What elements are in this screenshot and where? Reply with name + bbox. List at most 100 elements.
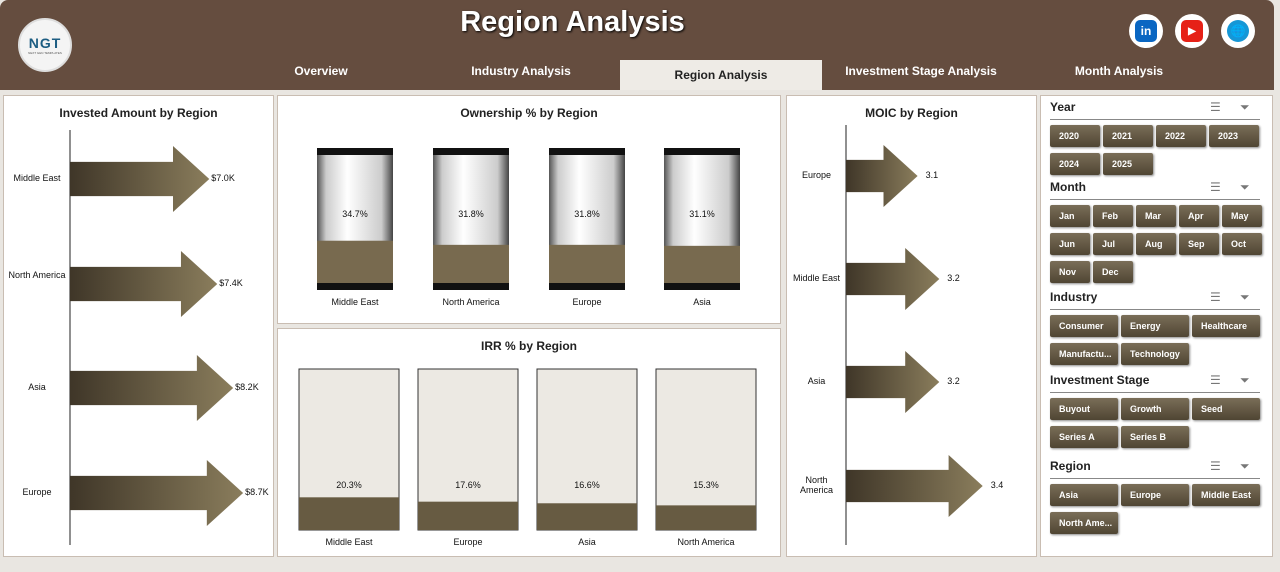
youtube-icon: ▶ bbox=[1181, 20, 1203, 42]
slicer-item[interactable]: Asia bbox=[1050, 484, 1118, 506]
data-label: 15.3% bbox=[693, 480, 719, 490]
data-label: 3.2 bbox=[947, 376, 960, 386]
slicer-item[interactable]: 2023 bbox=[1209, 125, 1259, 147]
slicer-item[interactable]: 2022 bbox=[1156, 125, 1206, 147]
slicer-item[interactable]: 2021 bbox=[1103, 125, 1153, 147]
data-label: $8.7K bbox=[245, 487, 269, 497]
cylinder-cap bbox=[317, 148, 393, 155]
slicer-item[interactable]: North Ame... bbox=[1050, 512, 1118, 534]
slicer-item[interactable]: 2025 bbox=[1103, 153, 1153, 175]
globe-icon: 🌐 bbox=[1227, 20, 1249, 42]
multi-select-icon[interactable]: ☰ bbox=[1210, 100, 1221, 114]
tab-industry-analysis[interactable]: Industry Analysis bbox=[471, 64, 571, 78]
category-label: Middle East bbox=[331, 297, 379, 307]
tab-region-analysis[interactable]: Region Analysis bbox=[620, 60, 822, 90]
data-label: 31.1% bbox=[689, 209, 715, 219]
data-label: 31.8% bbox=[574, 209, 600, 219]
ownership-fill bbox=[664, 245, 740, 283]
clear-filter-icon[interactable]: ⏷ bbox=[1240, 100, 1250, 114]
slicer-item[interactable]: Oct bbox=[1222, 233, 1262, 255]
clear-filter-icon[interactable]: ⏷ bbox=[1240, 180, 1250, 194]
slicer-item[interactable]: Series B bbox=[1121, 426, 1189, 448]
slicer-header: Region ☰ ⏷ bbox=[1050, 459, 1260, 479]
clear-filter-icon[interactable]: ⏷ bbox=[1240, 373, 1250, 387]
slicer-item[interactable]: 2024 bbox=[1050, 153, 1100, 175]
multi-select-icon[interactable]: ☰ bbox=[1210, 459, 1221, 473]
tab-month-analysis[interactable]: Month Analysis bbox=[1074, 64, 1164, 78]
slicer-title: Year bbox=[1050, 100, 1076, 114]
slicer-item[interactable]: Jul bbox=[1093, 233, 1133, 255]
chart-title: Invested Amount by Region bbox=[59, 106, 218, 120]
ownership-fill bbox=[433, 244, 509, 283]
slicer-item[interactable]: Manufactu... bbox=[1050, 343, 1118, 365]
data-label: $7.4K bbox=[219, 278, 243, 288]
website-button[interactable]: 🌐 bbox=[1221, 14, 1255, 48]
slicer-title: Region bbox=[1050, 459, 1091, 473]
cylinder-cap bbox=[433, 148, 509, 155]
moic-arrow bbox=[846, 455, 983, 517]
moic-arrow bbox=[846, 145, 918, 207]
clear-filter-icon[interactable]: ⏷ bbox=[1240, 459, 1250, 473]
logo-text: NGT bbox=[28, 35, 62, 51]
tab-investment-stage-analysis[interactable]: Investment Stage Analysis bbox=[845, 64, 997, 78]
slicer-item[interactable]: Consumer bbox=[1050, 315, 1118, 337]
data-label: 20.3% bbox=[336, 480, 362, 490]
chart-title: Ownership % by Region bbox=[460, 106, 598, 120]
category-label: Asia bbox=[28, 382, 46, 392]
slicer-item[interactable]: Jan bbox=[1050, 205, 1090, 227]
slicer-header: Investment Stage☰⏷ bbox=[1050, 373, 1260, 393]
slicer-item[interactable]: Mar bbox=[1136, 205, 1176, 227]
multi-select-icon[interactable]: ☰ bbox=[1210, 180, 1221, 194]
slicer-item[interactable]: Nov bbox=[1050, 261, 1090, 283]
chart-title: IRR % by Region bbox=[480, 339, 577, 353]
irr-bar bbox=[537, 503, 637, 530]
slicer-item[interactable]: Feb bbox=[1093, 205, 1133, 227]
category-label: Europe bbox=[453, 537, 483, 547]
slicer-item[interactable]: Aug bbox=[1136, 233, 1176, 255]
linkedin-icon: in bbox=[1135, 20, 1157, 42]
clear-filter-icon[interactable]: ⏷ bbox=[1240, 290, 1250, 304]
category-label: Europe bbox=[572, 297, 602, 307]
irr-bar-bg bbox=[655, 368, 757, 531]
slicer-item[interactable]: Jun bbox=[1050, 233, 1090, 255]
slicer-header: Month☰⏷ bbox=[1050, 180, 1260, 200]
slicer-item[interactable]: Dec bbox=[1093, 261, 1133, 283]
slicer-item[interactable]: Sep bbox=[1179, 233, 1219, 255]
cylinder-base bbox=[317, 283, 393, 290]
invested-arrow bbox=[70, 146, 210, 212]
multi-select-icon[interactable]: ☰ bbox=[1210, 290, 1221, 304]
invested-arrow bbox=[70, 251, 218, 317]
slicer-item[interactable]: 2020 bbox=[1050, 125, 1100, 147]
category-label: Europe bbox=[801, 170, 832, 180]
slicer-item[interactable]: May bbox=[1222, 205, 1262, 227]
slicer-item[interactable]: Technology bbox=[1121, 343, 1189, 365]
category-label: North America bbox=[8, 270, 66, 280]
category-label: Middle East bbox=[792, 273, 841, 283]
multi-select-icon[interactable]: ☰ bbox=[1210, 373, 1221, 387]
slicer-item[interactable]: Energy bbox=[1121, 315, 1189, 337]
slicer-header: Year ☰ ⏷ bbox=[1050, 100, 1260, 120]
slicer-item[interactable]: Healthcare bbox=[1192, 315, 1260, 337]
slicer-item[interactable]: Seed bbox=[1192, 398, 1260, 420]
slicer-item[interactable]: Series A bbox=[1050, 426, 1118, 448]
page-title: Region Analysis bbox=[460, 6, 685, 38]
logo-subtext: NEXT GEN TEMPLATES bbox=[28, 51, 62, 55]
category-label: Europe bbox=[22, 487, 52, 497]
invested-arrow bbox=[70, 355, 234, 421]
cylinder-cap bbox=[549, 148, 625, 155]
linkedin-button[interactable]: in bbox=[1129, 14, 1163, 48]
slicer-item[interactable]: Apr bbox=[1179, 205, 1219, 227]
slicer-item[interactable]: Europe bbox=[1121, 484, 1189, 506]
slicer-item[interactable]: Middle East bbox=[1192, 484, 1260, 506]
category-label: Middle East bbox=[325, 537, 373, 547]
slicer-item[interactable]: Buyout bbox=[1050, 398, 1118, 420]
slicer-title: Industry bbox=[1050, 290, 1098, 304]
invested-arrow bbox=[70, 460, 244, 526]
youtube-button[interactable]: ▶ bbox=[1175, 14, 1209, 48]
slicer-item[interactable]: Growth bbox=[1121, 398, 1189, 420]
tab-overview[interactable]: Overview bbox=[294, 64, 348, 78]
category-label: Asia bbox=[693, 297, 711, 307]
